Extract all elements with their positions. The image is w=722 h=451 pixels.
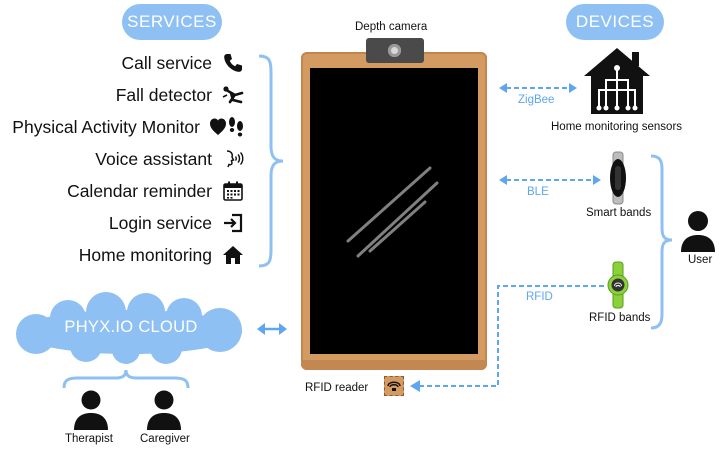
user-label: User xyxy=(688,254,713,266)
user-icon xyxy=(681,211,715,252)
service-calendar-reminder: Calendar reminder xyxy=(67,180,244,202)
screen-glare xyxy=(346,166,439,258)
cloud-brace xyxy=(62,369,190,389)
service-call: Call service xyxy=(122,52,244,74)
smart-bands-label: Smart bands xyxy=(586,207,652,219)
rfid-bands-label: RFID bands xyxy=(589,312,651,324)
login-icon xyxy=(222,212,244,234)
rfid-reader-label: RFID reader xyxy=(305,382,369,394)
therapist-label: Therapist xyxy=(65,433,113,445)
services-brace xyxy=(258,54,284,268)
cloud-tablet-link xyxy=(257,323,287,335)
smart-band-icon xyxy=(610,151,626,205)
service-login: Login service xyxy=(109,212,244,234)
service-label: Call service xyxy=(121,52,212,73)
ble-link xyxy=(499,175,601,185)
phone-icon xyxy=(222,52,244,74)
zigbee-link xyxy=(499,83,577,93)
service-label: Voice assistant xyxy=(95,148,212,169)
service-home-monitoring: Home monitoring xyxy=(79,244,244,266)
cloud-label: PHYX.IO CLOUD xyxy=(64,318,198,336)
voice-icon xyxy=(222,148,244,170)
ble-label: BLE xyxy=(527,186,549,198)
falling-person-icon xyxy=(222,84,244,106)
camera-lens-icon xyxy=(388,44,401,57)
rfid-waves-icon xyxy=(387,381,401,391)
service-fall-detector: Fall detector xyxy=(116,84,244,106)
service-label: Fall detector xyxy=(115,84,212,105)
calendar-icon xyxy=(222,180,244,202)
home-icon xyxy=(222,244,244,266)
service-label: Home monitoring xyxy=(78,244,212,265)
tablet-screen xyxy=(310,68,478,354)
depth-camera-label: Depth camera xyxy=(355,21,428,33)
rfid-link-label: RFID xyxy=(526,291,553,303)
rfid-band-icon xyxy=(607,261,629,309)
home-sensors-label: Home monitoring sensors xyxy=(551,121,683,133)
rfid-reader xyxy=(384,376,404,396)
services-list: Call service Fall detector Physical Acti… xyxy=(0,48,244,272)
service-voice-assistant: Voice assistant xyxy=(95,148,244,170)
cloud-shape xyxy=(16,292,242,364)
rfid-link xyxy=(410,285,604,392)
heart-footprints-icon xyxy=(210,116,244,138)
devices-header: DEVICES xyxy=(566,4,664,40)
service-physical-activity: Physical Activity Monitor xyxy=(12,116,244,138)
devices-brace xyxy=(650,154,673,330)
services-header: SERVICES xyxy=(122,4,222,40)
service-label: Login service xyxy=(108,212,212,233)
service-label: Calendar reminder xyxy=(67,180,212,201)
tablet-frame-lower-shade xyxy=(301,360,487,370)
depth-camera xyxy=(366,38,424,63)
smart-home-sensors-icon xyxy=(584,48,650,114)
caregiver-icon xyxy=(147,390,181,430)
service-label: Physical Activity Monitor xyxy=(12,116,200,137)
therapist-icon xyxy=(74,390,108,430)
caregiver-label: Caregiver xyxy=(140,433,190,445)
zigbee-label: ZigBee xyxy=(518,94,555,106)
